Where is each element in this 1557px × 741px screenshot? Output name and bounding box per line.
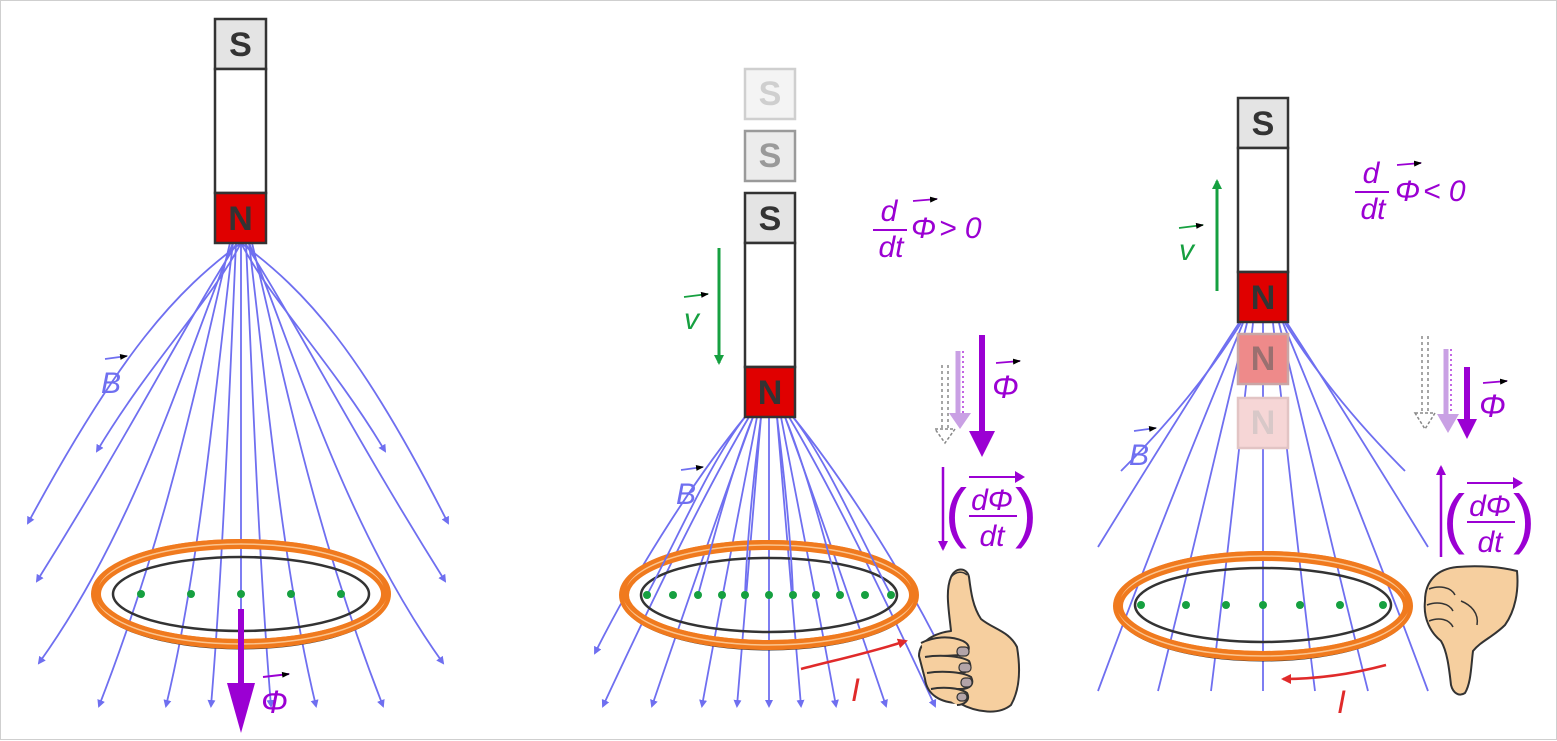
panel-3-velocity: v: [1178, 179, 1222, 291]
svg-text:I: I: [1337, 684, 1346, 720]
panel-3-north-label: N: [1251, 279, 1276, 317]
svg-text:B: B: [676, 478, 696, 511]
panel-3-magnet: S N: [1236, 96, 1290, 324]
panel-3-ghost-magnets: N N: [1236, 332, 1290, 450]
panel-1-flux-dots: [137, 590, 345, 598]
panel-2-ghost-magnets: S S: [743, 67, 797, 183]
panel-3-field-label: B: [1129, 425, 1157, 472]
panel-2-flux-arrows: Φ: [933, 335, 1021, 457]
thumbs-up-hand-icon: [918, 568, 1020, 713]
panel-3-current: I: [1281, 663, 1387, 720]
panel-2-field-lines-front: [646, 416, 892, 596]
svg-text:dt: dt: [1477, 526, 1504, 559]
svg-text:Φ: Φ: [1395, 175, 1420, 208]
panel-2-magnet-approaching: S S S N v B d dt Φ > 0: [594, 67, 1037, 713]
panel-3-flux-rate: ( ) dΦ dt: [1436, 465, 1535, 559]
panel-2-flux-rate: ( ) dΦ dt: [938, 467, 1037, 553]
panel-2-field-lines: [594, 416, 944, 708]
panel-2-coil: [619, 540, 919, 651]
svg-text:dΦ: dΦ: [971, 484, 1013, 517]
panel-2-flux-dots: [643, 591, 895, 599]
svg-text:Φ: Φ: [1479, 388, 1506, 424]
svg-text:dΦ: dΦ: [1469, 490, 1511, 523]
panel-3-south-label: S: [1252, 105, 1275, 143]
panel-2-magnet: S N: [743, 191, 797, 419]
panel-2-south-label: S: [759, 200, 782, 238]
svg-text:B: B: [101, 367, 121, 400]
svg-text:Φ: Φ: [261, 684, 288, 720]
svg-text:S: S: [759, 137, 782, 175]
panel-1-static-magnet: S N B Φ: [27, 17, 449, 733]
svg-text:v: v: [684, 303, 701, 336]
svg-text:v: v: [1179, 234, 1196, 267]
svg-text:N: N: [1251, 404, 1276, 442]
panel-1-field-lines: [27, 242, 449, 708]
svg-text:): ): [1513, 481, 1535, 555]
svg-text:d: d: [881, 195, 899, 228]
panel-1-magnet: S N: [213, 17, 268, 245]
thumbs-down-hand-icon: [1423, 565, 1519, 696]
svg-text:dt: dt: [878, 231, 905, 264]
panel-2-velocity: v: [683, 248, 724, 365]
panel-2-current: I: [800, 638, 908, 708]
svg-text:(: (: [1443, 481, 1465, 555]
panel-1-south-label: S: [229, 26, 252, 64]
svg-text:I: I: [851, 672, 860, 708]
svg-text:dt: dt: [979, 520, 1006, 553]
svg-text:(: (: [945, 475, 967, 549]
panel-3-flux-derivative: d dt Φ < 0: [1355, 157, 1466, 226]
panel-1-flux-label: Φ: [261, 671, 290, 720]
svg-text:S: S: [759, 75, 782, 113]
panel-2-field-label: B: [676, 464, 704, 511]
svg-text:dt: dt: [1360, 193, 1387, 226]
svg-text:): ): [1015, 475, 1037, 549]
panel-1-field-label: B: [101, 353, 128, 400]
svg-text:d: d: [1363, 157, 1381, 190]
svg-text:B: B: [1129, 439, 1149, 472]
svg-text:N: N: [1251, 340, 1276, 378]
panel-3-magnet-receding: N N S N v B d dt Φ < 0: [1097, 96, 1535, 720]
panel-3-coil: [1113, 551, 1413, 662]
panel-2-north-label: N: [758, 374, 783, 412]
svg-text:Φ: Φ: [992, 369, 1019, 405]
panel-3-flux-arrows: Φ: [1413, 336, 1508, 439]
panel-1-flux-arrowhead: [227, 683, 255, 733]
panel-2-flux-derivative: d dt Φ > 0: [873, 195, 982, 264]
svg-text:Φ: Φ: [911, 212, 936, 245]
svg-text:> 0: > 0: [939, 212, 982, 245]
panel-3-flux-dots: [1137, 601, 1387, 609]
svg-text:< 0: < 0: [1423, 175, 1466, 208]
panel-1-north-label: N: [228, 200, 253, 238]
